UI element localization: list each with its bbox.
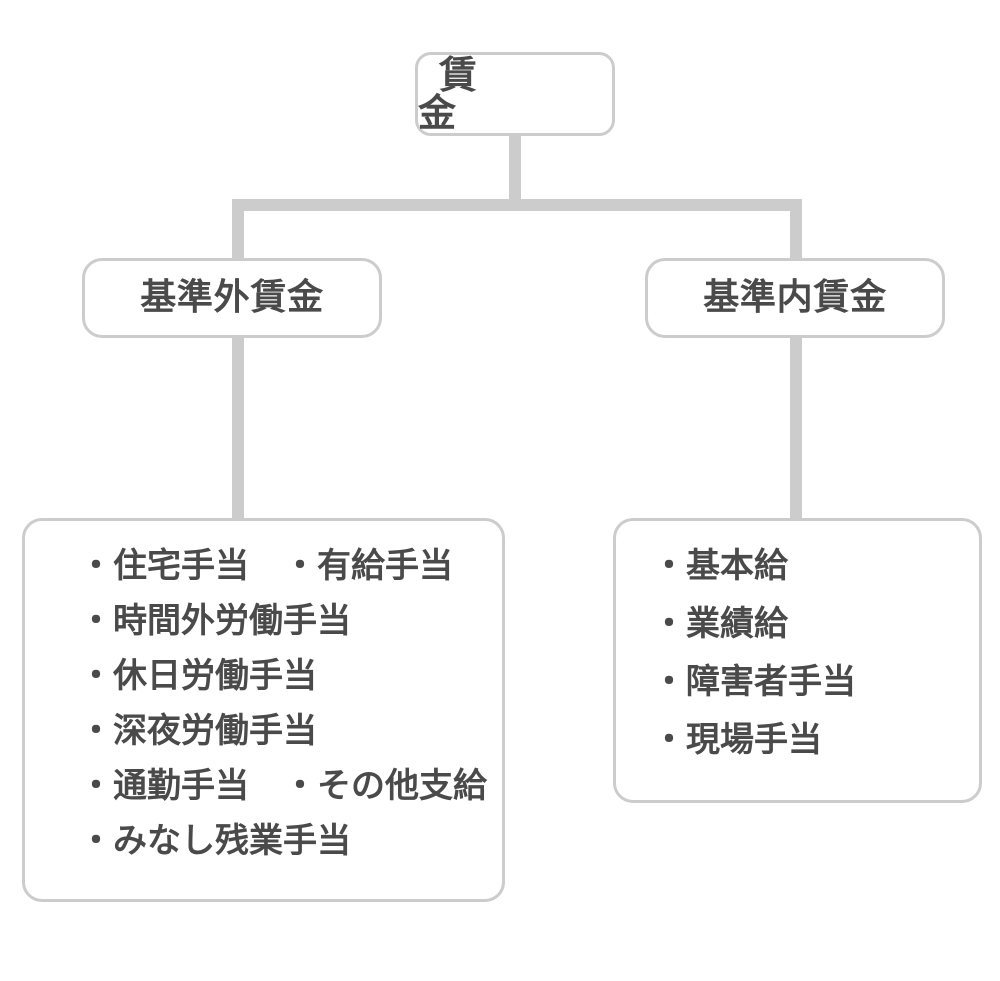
- node-leaf-standard-items: ・基本給 ・業績給 ・障害者手当 ・現場手当: [613, 518, 982, 803]
- node-root-label: 賃 金: [418, 53, 557, 135]
- list-item: ・深夜労働手当: [79, 711, 317, 751]
- node-branch-standard-wage: 基準内賃金: [645, 258, 945, 338]
- leaf-right-list: ・基本給 ・業績給 ・障害者手当 ・現場手当: [616, 521, 979, 757]
- leaf-left-list: ・住宅手当 ・有給手当 ・時間外労働手当 ・休日労働手当 ・深夜労働手当 ・通勤…: [25, 521, 502, 858]
- connector-right-branch-to-leaf: [790, 333, 802, 523]
- node-leaf-non-standard-items: ・住宅手当 ・有給手当 ・時間外労働手当 ・休日労働手当 ・深夜労働手当 ・通勤…: [22, 518, 505, 902]
- connector-left-branch-to-leaf: [232, 333, 244, 523]
- list-item: ・障害者手当: [652, 662, 856, 702]
- node-root-wage: 賃 金: [415, 52, 615, 136]
- node-branch-right-label: 基準内賃金: [703, 277, 887, 318]
- node-branch-left-label: 基準外賃金: [140, 277, 324, 318]
- list-item: ・業績給: [652, 604, 788, 644]
- node-branch-non-standard-wage: 基準外賃金: [82, 258, 382, 338]
- list-item: ・みなし残業手当: [79, 821, 351, 861]
- connector-horizontal-bus: [232, 199, 802, 211]
- list-item: ・現場手当: [652, 720, 822, 760]
- list-item: ・時間外労働手当: [79, 601, 351, 641]
- list-item: ・休日労働手当: [79, 656, 317, 696]
- connector-root-stem: [509, 133, 521, 205]
- list-item: ・基本給: [652, 546, 788, 586]
- list-item: ・通勤手当 ・その他支給: [79, 766, 487, 806]
- connector-branch-right-drop: [790, 199, 802, 261]
- list-item: ・住宅手当 ・有給手当: [79, 546, 453, 586]
- connector-branch-left-drop: [232, 199, 244, 261]
